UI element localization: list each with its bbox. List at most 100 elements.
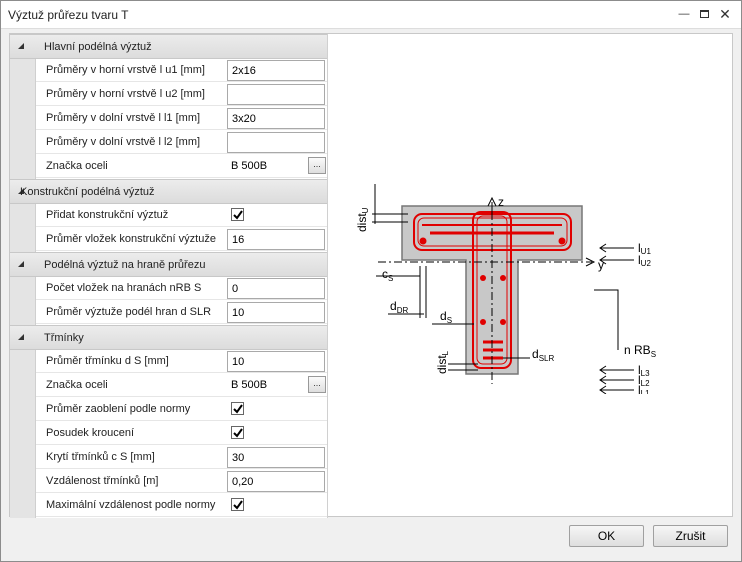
stirrup-diameter-input[interactable]: 10 — [227, 351, 325, 372]
section-gutter — [10, 350, 36, 518]
section-header-main-rebar[interactable]: Hlavní podélná výztuž — [10, 34, 327, 59]
nrbs-label: n RBS — [624, 343, 656, 359]
row-label: Průměry v horní vrstvě l u2 [mm] — [46, 88, 205, 100]
ddr-label: dDR — [390, 299, 408, 315]
section-header-stirrups[interactable]: Třmínky — [10, 325, 327, 350]
row-top-layer-u2: Průměry v horní vrstvě l u2 [mm] — [36, 83, 327, 106]
lu1-label: lU1 — [638, 241, 651, 256]
maximize-icon[interactable] — [695, 7, 713, 21]
ll1-label: lL1 — [638, 383, 650, 394]
torsion-check-checkbox[interactable] — [231, 426, 244, 439]
section-gutter — [10, 277, 36, 325]
row-edge-count: Počet vložek na hranách nRB S 0 — [36, 277, 327, 300]
row-label: Průměr zaoblení podle normy — [46, 403, 191, 415]
row-label: Značka oceli — [46, 379, 108, 391]
row-label: Počet vložek na hranách nRB S — [46, 282, 202, 294]
section-title: Třmínky — [44, 332, 84, 344]
row-stirrup-spacing: Vzdálenost třmínků [m] 0,20 — [36, 470, 327, 493]
row-bottom-layer-l2: Průměry v dolní vrstvě l l2 [mm] — [36, 131, 327, 154]
ok-button[interactable]: OK — [569, 525, 644, 547]
add-constructive-checkbox[interactable] — [231, 208, 244, 221]
constructive-diameter-input[interactable]: 16 — [227, 229, 325, 250]
section-title: Konstrukční podélná výztuž — [20, 186, 155, 198]
rebar-dot — [500, 275, 506, 281]
bottom-layer-l2-input[interactable] — [227, 132, 325, 153]
t-section-diagram: z y distU cS dDR dS distL dSLR — [355, 184, 656, 394]
ll2-label: lL2 — [638, 373, 650, 388]
lu-arrows — [599, 243, 634, 265]
top-layer-u1-input[interactable]: 2x16 — [227, 60, 325, 81]
collapse-arrow-icon[interactable] — [18, 43, 24, 49]
bottom-layer-l1-input[interactable]: 3x20 — [227, 108, 325, 129]
collapse-arrow-icon[interactable] — [18, 188, 24, 194]
row-label: Vzdálenost třmínků [m] — [46, 475, 159, 487]
dialog-client: Hlavní podélná výztuž Průměry v horní vr… — [9, 33, 733, 518]
z-axis-label: z — [498, 195, 504, 209]
rebar-dot — [558, 237, 566, 245]
rebar-dot — [419, 237, 427, 245]
edge-count-input[interactable]: 0 — [227, 278, 325, 299]
ll-arrows — [599, 365, 634, 394]
window-title: Výztuž průřezu tvaru T — [8, 8, 129, 22]
check-icon — [232, 427, 243, 438]
row-label: Průměry v horní vrstvě l u1 [mm] — [46, 64, 205, 76]
stirrup-steel-grade-browse-button[interactable]: ... — [308, 376, 326, 393]
close-icon[interactable]: ✕ — [719, 5, 731, 22]
ds-label: dS — [440, 309, 452, 325]
top-layer-u2-input[interactable] — [227, 84, 325, 105]
rebar-dot — [500, 319, 506, 325]
stirrup-steel-grade-value: B 500B — [231, 379, 268, 391]
check-icon — [232, 209, 243, 220]
bend-diameter-code-checkbox[interactable] — [231, 402, 244, 415]
steel-grade-value: B 500B — [231, 160, 268, 172]
row-edge-diameter: Průměr výztuže podél hran d SLR 10 — [36, 301, 327, 324]
row-stirrup-cover: Krytí třmínků c S [mm] 30 — [36, 446, 327, 469]
row-label: Průměr výztuže podél hran d SLR — [46, 306, 212, 318]
section-header-edge-rebar[interactable]: Podélná výztuž na hraně průřezu — [10, 252, 327, 277]
section-gutter — [10, 204, 36, 252]
section-title: Hlavní podélná výztuž — [44, 41, 152, 53]
cancel-button[interactable]: Zrušit — [653, 525, 728, 547]
nrbs-leader — [594, 289, 619, 350]
property-panel: Hlavní podélná výztuž Průměry v horní vr… — [10, 34, 328, 518]
edge-diameter-input[interactable]: 10 — [227, 302, 325, 323]
row-max-spacing-code: Maximální vzdálenost podle normy — [36, 494, 327, 517]
row-add-constructive: Přidat konstrukční výztuž — [36, 204, 327, 227]
minimize-icon[interactable]: — — [678, 8, 690, 20]
row-steel-grade: Značka oceli B 500B ... — [36, 155, 327, 178]
row-label: Značka oceli — [46, 160, 108, 172]
collapse-arrow-icon[interactable] — [18, 334, 24, 340]
stirrup-cover-input[interactable]: 30 — [227, 447, 325, 468]
row-stirrup-diameter: Průměr třmínku d S [mm] 10 — [36, 350, 327, 373]
dist-l-label: distL — [435, 350, 450, 374]
rebar-dot — [480, 275, 486, 281]
stirrup-spacing-input[interactable]: 0,20 — [227, 471, 325, 492]
cs-label: cS — [382, 267, 393, 283]
max-spacing-code-checkbox[interactable] — [231, 498, 244, 511]
row-label: Průměry v dolní vrstvě l l1 [mm] — [46, 112, 201, 124]
row-label: Maximální vzdálenost podle normy — [46, 499, 216, 511]
title-bar: Výztuž průřezu tvaru T — ✕ — [1, 1, 741, 29]
check-icon — [232, 499, 243, 510]
section-title: Podélná výztuž na hraně průřezu — [44, 259, 206, 271]
collapse-arrow-icon[interactable] — [18, 261, 24, 267]
row-label: Průměr třmínku d S [mm] — [46, 355, 169, 367]
section-header-constructive-rebar[interactable]: Konstrukční podélná výztuž — [10, 179, 327, 204]
check-icon — [232, 403, 243, 414]
row-label: Posudek kroucení — [46, 427, 135, 439]
ll3-label: lL3 — [638, 363, 650, 378]
row-torsion-check: Posudek kroucení — [36, 422, 327, 445]
row-label: Přidat konstrukční výztuž — [46, 209, 169, 221]
y-axis-label: y — [598, 258, 604, 272]
steel-grade-browse-button[interactable]: ... — [308, 157, 326, 174]
row-stirrup-steel-grade: Značka oceli B 500B ... — [36, 374, 327, 397]
concrete-section — [401, 205, 583, 375]
dist-u-label: distU — [355, 207, 370, 232]
row-label: Průměry v dolní vrstvě l l2 [mm] — [46, 136, 201, 148]
row-label: Krytí třmínků c S [mm] — [46, 451, 155, 463]
row-top-layer-u1: Průměry v horní vrstvě l u1 [mm] 2x16 — [36, 59, 327, 82]
row-bend-diameter-code: Průměr zaoblení podle normy — [36, 398, 327, 421]
section-gutter — [10, 59, 36, 179]
z-arrow-head — [487, 196, 497, 207]
